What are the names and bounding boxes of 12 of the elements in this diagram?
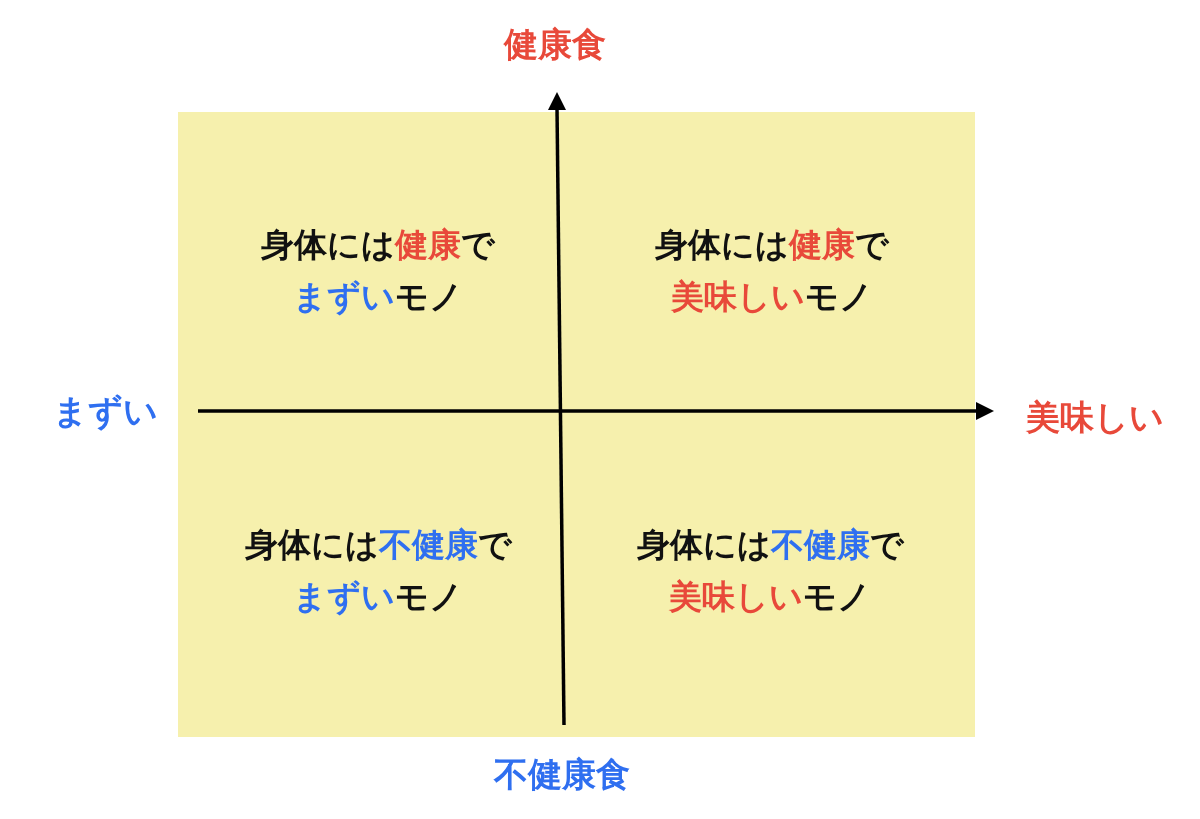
quadrant-text: 身体には健康で	[655, 223, 889, 266]
axis-label: 美味しい	[1026, 396, 1164, 439]
axis-label: まずい	[52, 390, 158, 433]
quadrant-text: 身体には健康で	[261, 223, 495, 266]
quadrant-text: 身体には不健康で	[244, 523, 512, 566]
axis-label: 不健康食	[494, 753, 630, 796]
quadrant-text: 身体には不健康で	[636, 523, 904, 566]
axis-label: 健康食	[504, 23, 606, 66]
quadrant-text: 美味しいモノ	[669, 575, 871, 618]
quadrant-text: まずいモノ	[293, 275, 463, 318]
quadrant-text: 美味しいモノ	[671, 275, 873, 318]
quadrant-text: まずいモノ	[293, 575, 463, 618]
